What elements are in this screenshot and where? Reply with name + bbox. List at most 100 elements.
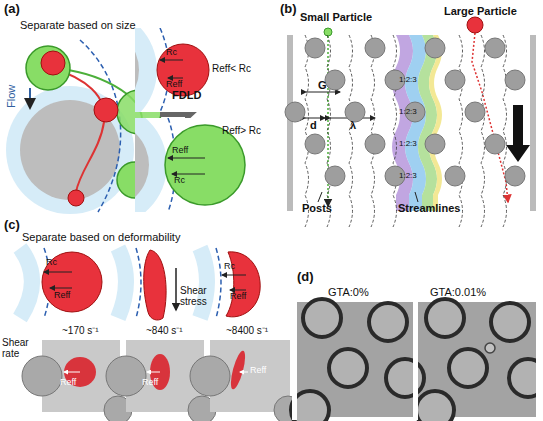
- shear-rate-value: ~840 s⁻¹: [146, 326, 183, 337]
- large-particle: [165, 125, 245, 205]
- radius-arrow: [64, 372, 80, 373]
- large-particle: [467, 17, 483, 33]
- radius-label: Reff: [250, 366, 266, 375]
- large-particle: [26, 46, 70, 90]
- ratio-label: 1:2:3: [399, 172, 417, 180]
- radius-reff: [168, 158, 205, 159]
- panel-title: Separate based on size: [20, 20, 136, 32]
- panel-a-art: [6, 8, 267, 227]
- radius-arrow: [147, 372, 160, 373]
- radius-rc: [160, 60, 183, 61]
- post: [345, 102, 365, 122]
- critical-streamline: [80, 40, 121, 212]
- shear-arrow: [175, 268, 177, 310]
- shear-rate-value: ~170 s⁻¹: [62, 326, 99, 337]
- radius-label: Rc: [224, 262, 235, 271]
- dimension-label: G: [318, 80, 327, 92]
- post: [285, 102, 305, 122]
- post: [22, 356, 62, 396]
- shear-rate-value: ~8400 s⁻¹: [226, 326, 268, 337]
- post-halo: [6, 86, 134, 214]
- dimension-label: λ: [350, 120, 356, 132]
- panel-letter: (a): [4, 2, 20, 16]
- radius-arrow: [240, 372, 248, 373]
- post-halo: [118, 248, 126, 318]
- condition-label: GTA:0.01%: [430, 287, 486, 299]
- radius-rc: [44, 272, 72, 273]
- leader-line: [318, 192, 322, 202]
- condition-label: Reff> Rc: [222, 126, 261, 137]
- post: [505, 166, 525, 186]
- axis-label: Shear rate: [2, 338, 38, 359]
- post: [485, 38, 505, 58]
- post: [135, 28, 139, 112]
- flow-arrow: [506, 105, 530, 162]
- post-halo: [200, 248, 207, 318]
- post: [365, 134, 385, 154]
- post-halo: [135, 28, 157, 112]
- streamline: [481, 35, 485, 227]
- dimension-label: d: [310, 120, 317, 132]
- condition-label: Reff< Rc: [212, 64, 251, 75]
- streamline: [305, 35, 309, 227]
- radius-label: Reff: [172, 146, 188, 155]
- photo-gap: [292, 300, 297, 420]
- photo-gap: [413, 300, 418, 420]
- streamline: [371, 35, 375, 227]
- post: [425, 134, 445, 154]
- particle-label: Small Particle: [300, 12, 372, 24]
- small-particle: [94, 98, 118, 122]
- panel-d-art: [291, 299, 543, 421]
- post: [445, 166, 465, 186]
- streamline: [327, 35, 331, 227]
- post: [425, 38, 445, 58]
- panel-letter: (c): [4, 218, 20, 232]
- leader-line: [415, 192, 418, 202]
- photo-gap: [536, 300, 543, 420]
- channel-wall: [530, 35, 536, 211]
- force-label: FDLD: [172, 90, 201, 102]
- radius-rc: [172, 174, 205, 175]
- small-particle: [157, 44, 209, 96]
- radius-label: Rc: [166, 48, 177, 57]
- callout-label: Streamlines: [398, 203, 460, 215]
- panel-letter: (d): [297, 270, 314, 284]
- panel-c-art: [20, 248, 302, 421]
- post: [465, 102, 485, 122]
- flow-label: Flow: [6, 85, 18, 108]
- gap-dimension: [306, 92, 340, 93]
- radius-label: Reff: [142, 378, 158, 387]
- panel-letter: (b): [280, 2, 297, 16]
- radius-label: Rc: [174, 176, 185, 185]
- radius-label: Reff: [60, 378, 76, 387]
- post: [365, 38, 385, 58]
- deformed-cell: [144, 250, 166, 320]
- channel-wall: [287, 35, 293, 211]
- post-ring: [303, 299, 341, 337]
- stress-label: Shear stress: [180, 286, 216, 307]
- flow-arrow: [29, 88, 31, 108]
- ratio-label: 1:2:3: [399, 140, 417, 148]
- streamline-band: [429, 35, 442, 211]
- small-particle: [41, 51, 65, 75]
- post-halo: [20, 248, 32, 318]
- critical-streamline: [216, 248, 221, 318]
- streamline: [459, 35, 463, 227]
- post: [135, 121, 149, 209]
- ratio-label: 1:2:3: [399, 108, 417, 116]
- post: [106, 356, 146, 396]
- post-ring: [416, 391, 454, 421]
- post: [485, 134, 505, 154]
- cell-image: [228, 349, 248, 390]
- radius-reff: [230, 290, 246, 291]
- rigid-cell: [42, 252, 102, 312]
- post: [325, 70, 345, 90]
- radius-rc: [222, 275, 246, 276]
- streamline-band: [405, 35, 426, 211]
- post-ring: [386, 359, 424, 397]
- condition-label: GTA:0%: [328, 287, 369, 299]
- post-ring: [329, 349, 367, 387]
- radius-reff: [168, 78, 183, 79]
- ratio-label: 1:2:3: [399, 76, 417, 84]
